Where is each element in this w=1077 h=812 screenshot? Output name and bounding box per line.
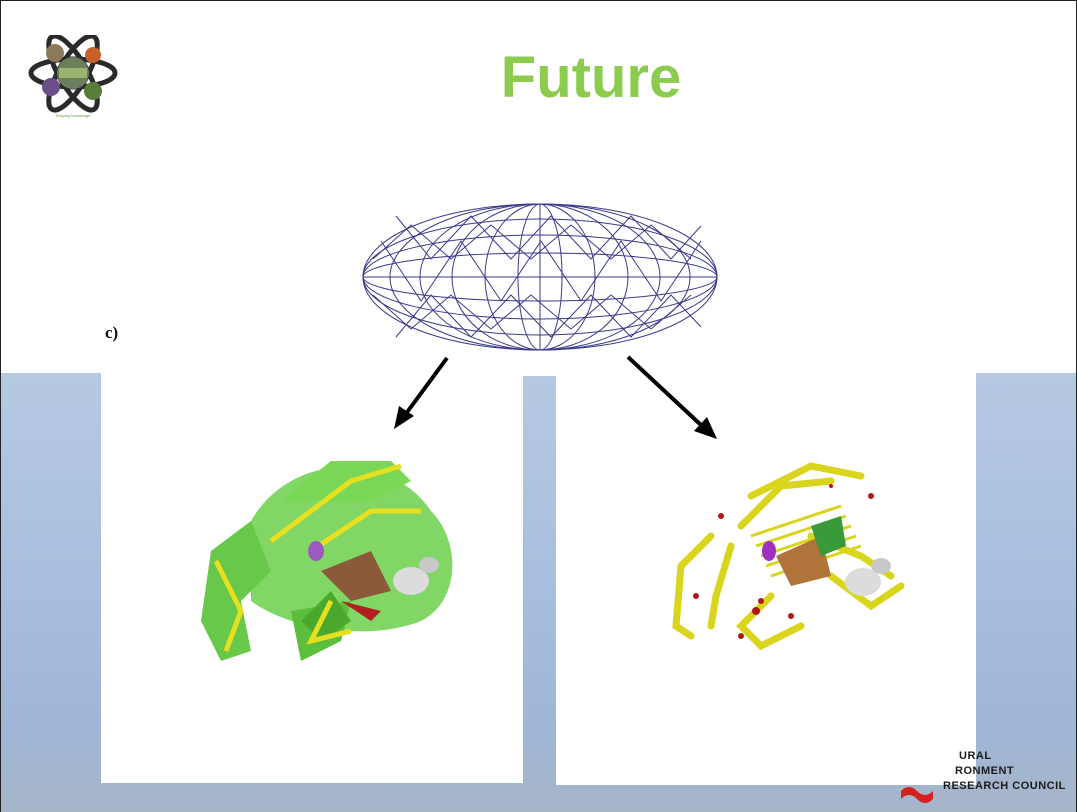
nerc-wave-icon [899,777,939,807]
arrow-to-left-model [394,358,447,429]
frog-model-green-skin [201,461,452,661]
arrow-to-right-model [628,357,717,439]
nerc-logo: URAL RONMENT RESEARCH COUNCIL [899,747,1069,803]
nerc-line-2: RONMENT [955,765,1014,778]
nerc-line-3: RESEARCH COUNCIL [943,780,1066,793]
frog-model-skeleton [676,466,901,646]
nerc-line-1: URAL [959,750,992,763]
wireframe-ellipsoid [363,204,717,350]
